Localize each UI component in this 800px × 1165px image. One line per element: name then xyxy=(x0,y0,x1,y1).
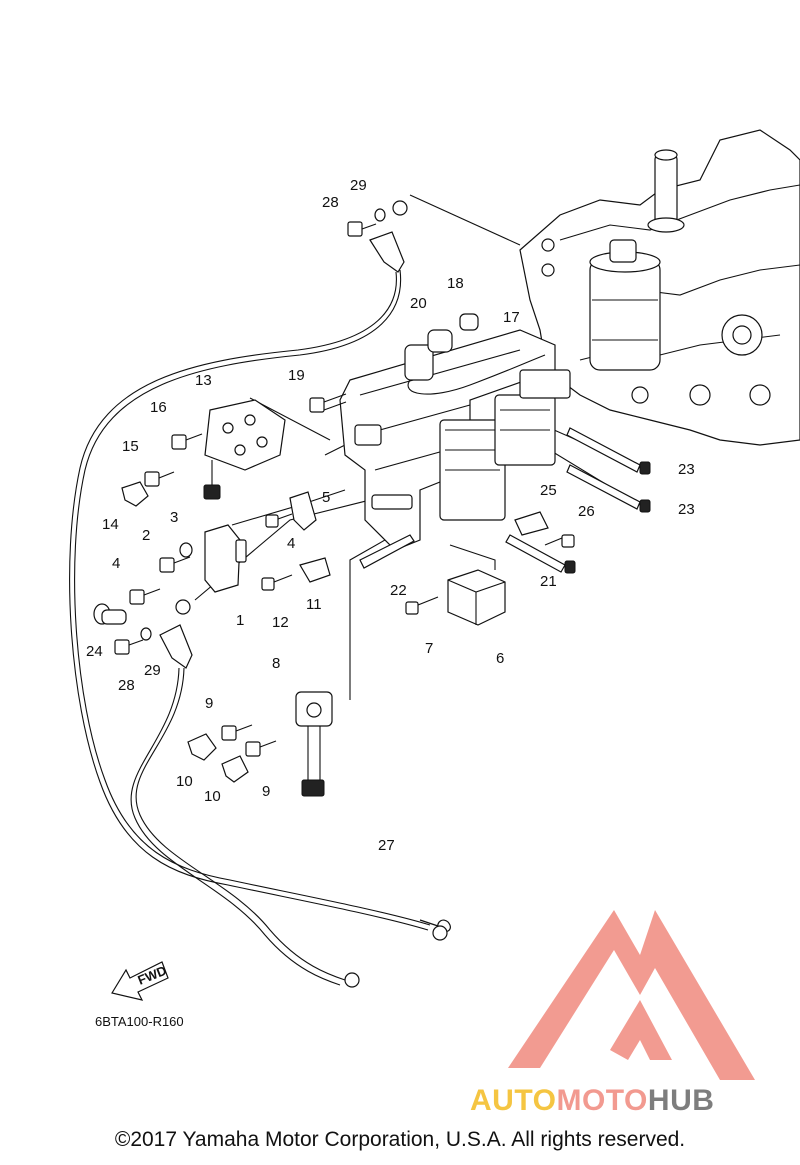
callout-25: 25 xyxy=(540,482,557,499)
brand-part-moto: MOTO xyxy=(556,1084,648,1117)
callout-4b: 4 xyxy=(287,535,295,552)
callout-10a: 10 xyxy=(176,773,193,790)
callout-24: 24 xyxy=(86,643,103,660)
callout-19: 19 xyxy=(288,367,305,384)
callout-2: 2 xyxy=(142,527,150,544)
callout-3: 3 xyxy=(170,509,178,526)
callout-13: 13 xyxy=(195,372,212,389)
reference-code: 6BTA100-R160 xyxy=(95,1014,184,1029)
callout-9b: 9 xyxy=(262,783,270,800)
callout-26: 26 xyxy=(578,503,595,520)
electrical-bracket xyxy=(339,329,571,551)
callout-23a: 23 xyxy=(678,461,695,478)
callout-28b: 28 xyxy=(118,677,135,694)
cable-ties xyxy=(359,427,651,574)
callout-12: 12 xyxy=(272,614,289,631)
callout-7: 7 xyxy=(425,640,433,657)
cables xyxy=(69,269,451,988)
fasteners xyxy=(93,200,575,797)
callout-4a: 4 xyxy=(112,555,120,572)
callout-8: 8 xyxy=(272,655,280,672)
callout-15: 15 xyxy=(122,438,139,455)
callout-23b: 23 xyxy=(678,501,695,518)
callout-20: 20 xyxy=(410,295,427,312)
part-13 xyxy=(203,399,286,500)
callout-17: 17 xyxy=(503,309,520,326)
callout-5: 5 xyxy=(322,489,330,506)
callout-16: 16 xyxy=(150,399,167,416)
engine-block xyxy=(519,129,800,446)
watermark-logo-icon xyxy=(508,910,755,1080)
fwd-arrow-icon xyxy=(111,961,169,1001)
callout-11: 11 xyxy=(306,596,322,613)
callout-21: 21 xyxy=(540,573,557,590)
brand-part-auto: AUTO xyxy=(470,1084,557,1117)
copyright-text: ©2017 Yamaha Motor Corporation, U.S.A. A… xyxy=(114,1128,686,1151)
callout-18: 18 xyxy=(447,275,464,292)
callout-14: 14 xyxy=(102,516,119,533)
callout-10b: 10 xyxy=(204,788,221,805)
callout-28a: 28 xyxy=(322,194,339,211)
callout-27: 27 xyxy=(378,837,395,854)
brand-part-hub: HUB xyxy=(647,1084,715,1117)
callout-29b: 29 xyxy=(144,662,161,679)
callout-1: 1 xyxy=(236,612,244,629)
callout-6: 6 xyxy=(496,650,504,667)
callout-labels: 1 2 3 4 4 5 6 7 8 9 9 10 10 11 12 13 14 … xyxy=(86,177,695,854)
callout-9a: 9 xyxy=(205,695,213,712)
callout-22: 22 xyxy=(390,582,407,599)
callout-29a: 29 xyxy=(350,177,367,194)
watermark-brand: AUTOMOTOHUB xyxy=(470,1084,714,1118)
